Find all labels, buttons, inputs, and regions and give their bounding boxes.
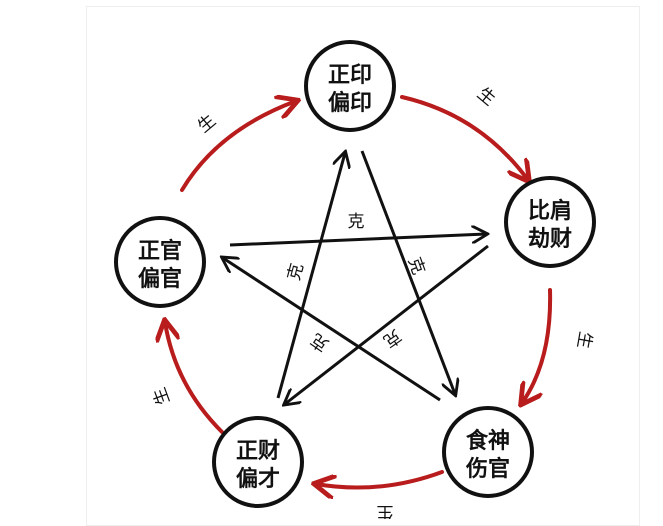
node-zhengcai-piancai: 正财 偏才 [212,416,304,508]
generate-arrow-shishang-to-cai [316,470,444,488]
generate-label: 生 [473,84,499,110]
control-arrow-shishang-to-guan [223,258,441,402]
node-zhengyin-pianyin: 正印 偏印 [304,40,396,132]
generate-label: 生 [377,502,394,519]
generate-arrow-guan-to-yin [180,101,296,192]
control-label: 克 [284,261,308,283]
svg-text:偏官: 偏官 [138,266,182,292]
svg-text:正财: 正财 [236,439,280,464]
node-zhengguan-pianguan: 正官 偏官 [114,216,206,308]
node-bijian-jiecai: 比肩 劫财 [504,176,596,268]
svg-text:正印: 正印 [328,63,372,88]
svg-text:偏才: 偏才 [236,466,280,492]
control-label: 克 [348,212,365,232]
generate-label: 生 [573,330,596,350]
control-arrow-yin-to-shishang [360,150,455,394]
generate-label: 生 [150,385,175,408]
node-shishen-shangguan: 食神 伤官 [442,406,534,498]
generate-label: 生 [194,111,220,137]
svg-text:劫财: 劫财 [528,226,572,252]
svg-text:伤官: 伤官 [465,456,510,482]
control-arrow-guan-to-bijie [229,234,486,247]
svg-text:偏印: 偏印 [328,90,372,116]
generate-arrow-bijie-to-shishang [522,288,553,403]
control-arrow-bijie-to-cai [285,244,489,404]
svg-text:正官: 正官 [138,238,182,264]
generate-arrow-yin-to-bijie [400,95,528,180]
svg-text:食神: 食神 [466,428,510,454]
control-label: 克 [404,255,429,278]
generate-arrow-cai-to-guan [165,322,224,434]
control-label: 克 [307,329,332,355]
svg-text:比肩: 比肩 [528,198,572,224]
control-arrow-cai-to-yin [276,153,345,399]
